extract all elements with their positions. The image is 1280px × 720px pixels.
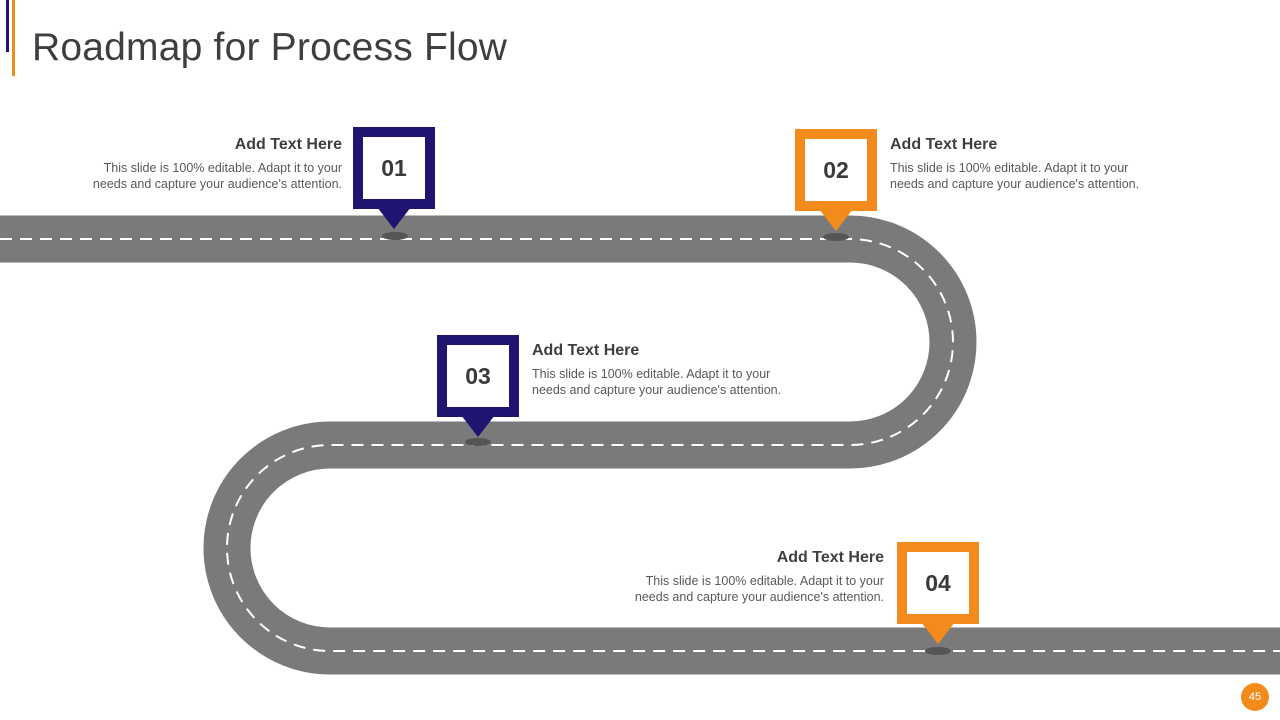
map-pin-tip-icon xyxy=(461,415,495,437)
step-heading: Add Text Here xyxy=(532,342,640,359)
step-body-line: needs and capture your audience's attent… xyxy=(532,383,782,397)
page-title: Roadmap for Process Flow xyxy=(32,26,508,69)
step-number: 03 xyxy=(465,362,491,389)
step-body-line: This slide is 100% editable. Adapt it to… xyxy=(890,161,1129,175)
step-body-line: needs and capture your audience's attent… xyxy=(634,590,884,604)
page-number-badge: 45 xyxy=(1241,683,1269,711)
step-body-line: needs and capture your audience's attent… xyxy=(92,177,342,191)
step-heading: Add Text Here xyxy=(890,136,998,153)
map-pin-tip-icon xyxy=(921,622,955,644)
step-number: 02 xyxy=(823,156,849,183)
step-body: This slide is 100% editable. Adapt it to… xyxy=(890,160,1180,192)
step-heading: Add Text Here xyxy=(776,549,884,566)
step-marker-box: 02 xyxy=(795,129,877,211)
step-number: 01 xyxy=(381,154,407,181)
step-text-02: Add Text Here This slide is 100% editabl… xyxy=(890,136,1180,192)
road-center-line xyxy=(0,238,1280,652)
map-pin-tip-icon xyxy=(819,209,853,231)
step-marker-box: 03 xyxy=(437,335,519,417)
step-marker-03: 03 xyxy=(437,335,519,437)
accent-bar-navy xyxy=(6,0,9,52)
step-text-01: Add Text Here This slide is 100% editabl… xyxy=(52,136,342,192)
marker-shadow-4 xyxy=(925,647,951,655)
step-marker-box: 04 xyxy=(897,542,979,624)
step-marker-box: 01 xyxy=(353,127,435,209)
step-text-04: Add Text Here This slide is 100% editabl… xyxy=(594,549,884,605)
step-heading: Add Text Here xyxy=(234,136,342,153)
step-body-line: needs and capture your audience's attent… xyxy=(890,177,1140,191)
step-marker-04: 04 xyxy=(897,542,979,644)
step-body: This slide is 100% editable. Adapt it to… xyxy=(532,366,822,398)
accent-bar-orange xyxy=(12,0,15,76)
step-text-03: Add Text Here This slide is 100% editabl… xyxy=(532,342,822,398)
step-number: 04 xyxy=(925,569,951,596)
step-body: This slide is 100% editable. Adapt it to… xyxy=(52,160,342,192)
marker-shadow-1 xyxy=(382,232,408,240)
step-body: This slide is 100% editable. Adapt it to… xyxy=(594,573,884,605)
marker-shadow-2 xyxy=(823,233,849,241)
marker-shadow-3 xyxy=(465,438,491,446)
step-marker-01: 01 xyxy=(353,127,435,229)
step-marker-02: 02 xyxy=(795,129,877,231)
step-body-line: This slide is 100% editable. Adapt it to… xyxy=(103,161,342,175)
map-pin-tip-icon xyxy=(377,207,411,229)
step-body-line: This slide is 100% editable. Adapt it to… xyxy=(645,574,884,588)
step-body-line: This slide is 100% editable. Adapt it to… xyxy=(532,367,771,381)
